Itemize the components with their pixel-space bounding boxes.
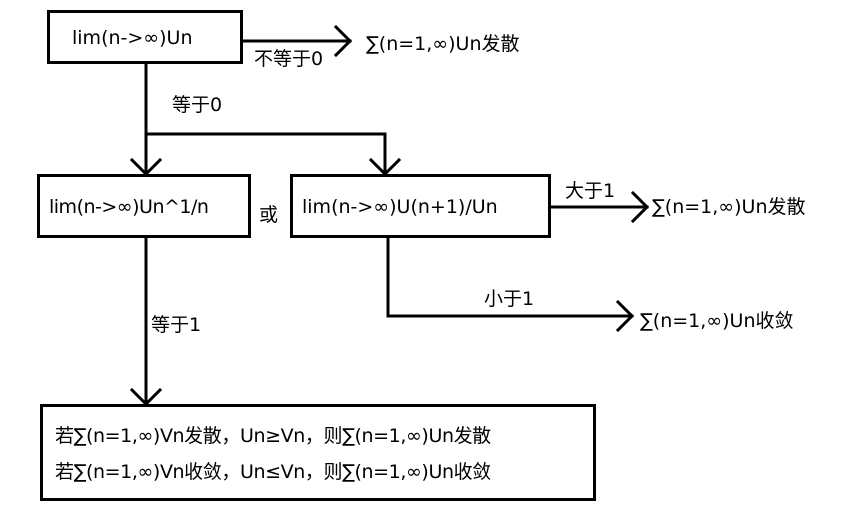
start-box: lim(n->∞)Un [47,10,243,64]
not-equal-zero-label: 不等于0 [254,48,324,70]
arrowhead-icon [630,190,650,224]
ratio-test-box: lim(n->∞)U(n+1)/Un [290,174,551,238]
start-label: lim(n->∞)Un [72,27,193,49]
arrowhead-icon [333,24,353,58]
comparison-box: 若∑(n=1,∞)Vn发散，Un≥Vn，则∑(n=1,∞)Un发散 若∑(n=1… [40,404,596,501]
ratio-test-label: lim(n->∞)U(n+1)/Un [302,196,498,218]
arrowhead-icon [615,299,635,333]
greater-than-one-label: 大于1 [565,180,616,202]
equal-zero-label: 等于0 [172,94,223,116]
equal-one-label: 等于1 [151,314,202,336]
comparison-rule-diverge: 若∑(n=1,∞)Vn发散，Un≥Vn，则∑(n=1,∞)Un发散 [55,425,491,447]
or-label: 或 [259,204,279,226]
root-test-label: lim(n->∞)Un^1/n [49,196,209,218]
root-test-box: lim(n->∞)Un^1/n [37,174,251,238]
result-converge: ∑(n=1,∞)Un收敛 [640,310,794,332]
result-diverge-mid: ∑(n=1,∞)Un发散 [652,196,806,218]
comparison-rule-converge: 若∑(n=1,∞)Vn收敛，Un≤Vn，则∑(n=1,∞)Un收敛 [55,461,491,483]
less-than-one-label: 小于1 [484,288,535,310]
result-diverge-top: ∑(n=1,∞)Un发散 [366,33,520,55]
